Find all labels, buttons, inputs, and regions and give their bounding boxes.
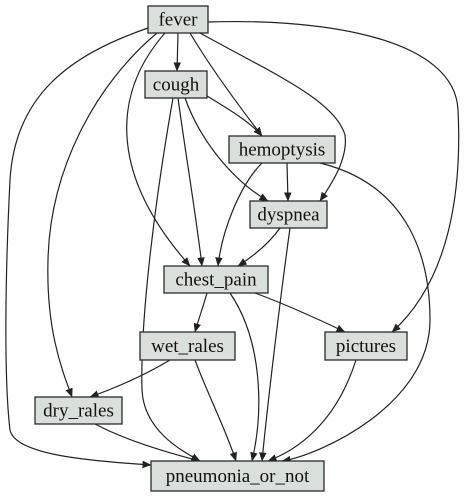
node-label: dyspnea (257, 205, 320, 226)
edge-wet_rales-to-dry_rales (89, 359, 171, 398)
nodes-layer: fever cough hemoptysis dyspnea chest_painwet… (34, 5, 408, 492)
edge-fever-to-hemoptysis (189, 32, 263, 137)
edge-chest_pain-to-pneumonia_or_not (229, 292, 260, 462)
node-label: fever (158, 10, 198, 31)
edge-pictures-to-pneumonia_or_not (267, 359, 357, 462)
node-box (144, 70, 208, 99)
node-label: pneumonia_or_not (166, 466, 310, 487)
node-box (324, 331, 408, 361)
node-box (34, 396, 123, 425)
edge-chest_pain-to-wet_rales (193, 292, 208, 333)
edge-wet_rales-to-pneumonia_or_not (194, 359, 237, 462)
node-box (249, 200, 328, 229)
edge-hemoptysis-to-pneumonia_or_not (281, 162, 431, 464)
edge-fever-to-pneumonia_or_not (5, 27, 152, 469)
node-hemoptysis: hemoptysis (228, 135, 336, 164)
edge-dyspnea-to-chest_pain (237, 227, 281, 267)
node-pneumonia-or-not: pneumonia_or_not (150, 460, 325, 492)
node-dyspnea: dyspnea (249, 200, 328, 229)
node-label: chest_pain (175, 270, 257, 291)
node-label: cough (153, 75, 200, 96)
edge-dry_rales-to-pneumonia_or_not (94, 423, 201, 463)
edge-fever-to-dyspnea (199, 32, 346, 202)
edge-cough-to-hemoptysis (206, 95, 263, 137)
node-cough: cough (144, 70, 208, 99)
edge-fever-to-cough (173, 32, 182, 72)
node-label: wet_rales (151, 336, 224, 357)
node-box (163, 265, 269, 294)
edge-chest_pain-to-pictures (254, 292, 346, 333)
edge-dyspnea-to-pneumonia_or_not (259, 227, 291, 462)
node-dry-rales: dry_rales (34, 396, 123, 425)
edge-cough-to-chest_pain (177, 97, 205, 267)
node-fever: fever (147, 5, 209, 34)
node-label: dry_rales (43, 401, 114, 422)
node-box (150, 460, 325, 492)
node-box (147, 5, 209, 34)
node-pictures: pictures (324, 331, 408, 361)
node-box (139, 331, 236, 361)
node-label: hemoptysis (239, 140, 326, 161)
node-wet-rales: wet_rales (139, 331, 236, 361)
node-label: pictures (336, 336, 396, 357)
edge-fever-to-pictures (206, 20, 460, 333)
edge-cough-to-dyspnea (184, 97, 269, 202)
edges-layer (5, 20, 460, 469)
node-chest-pain: chest_pain (163, 265, 269, 294)
node-box (228, 135, 336, 164)
edge-fever-to-chest_pain (126, 32, 191, 267)
edge-hemoptysis-to-chest_pain (215, 162, 263, 267)
edge-fever-to-dry_rales (47, 32, 158, 398)
edge-hemoptysis-to-dyspnea (283, 162, 292, 202)
